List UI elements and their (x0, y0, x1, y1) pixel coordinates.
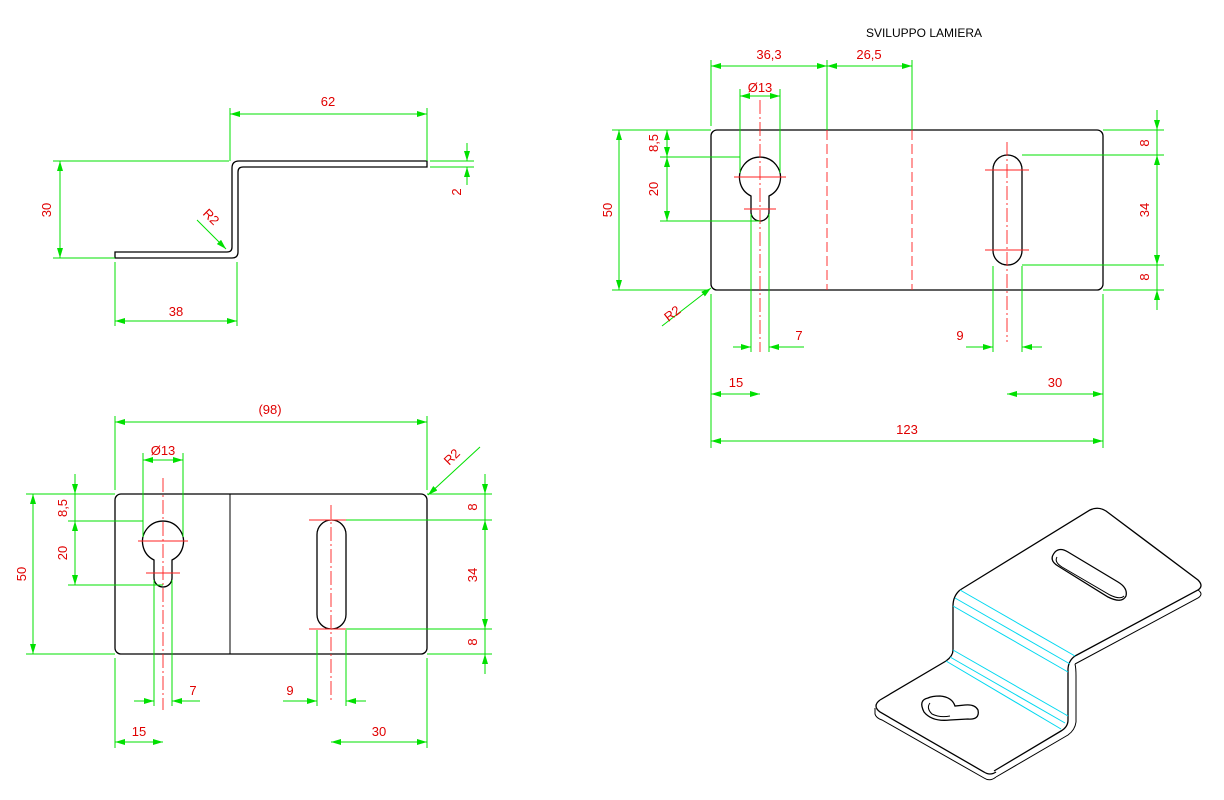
development-hole-spacing-label: 20 (646, 182, 661, 196)
development-top-offset-label: 8,5 (646, 134, 661, 152)
top-view: (98) Ø13 R2 50 8,5 20 8 34 8 (14, 402, 492, 748)
top-slot-width-label: 9 (286, 683, 293, 698)
iso-lower-flange (875, 699, 997, 775)
top-view-slot (316, 519, 347, 630)
development-keyhole-width-label: 7 (795, 328, 802, 343)
side-radius-label: R2 (200, 206, 222, 228)
development-overall-height-label: 50 (600, 203, 615, 217)
side-height-label: 30 (39, 203, 54, 217)
top-keyhole-width-label: 7 (189, 683, 196, 698)
side-view-profile (114, 160, 428, 259)
development-right-offset-label: 30 (1048, 375, 1062, 390)
top-radius-label: R2 (441, 446, 463, 468)
development-outline (710, 129, 1104, 291)
top-view-keyhole (141, 520, 185, 588)
development-right-top-label: 8 (1137, 139, 1152, 146)
development-left-offset-label: 15 (729, 375, 743, 390)
side-width-bottom-label: 38 (169, 304, 183, 319)
development-slot-width-label: 9 (956, 328, 963, 343)
drawing-title: SVILUPPO LAMIERA (866, 26, 982, 40)
development-radius-label: R2 (661, 302, 683, 324)
development-overall-width-label: 123 (896, 422, 918, 437)
iso-web (879, 589, 961, 701)
iso-keyhole (921, 695, 979, 721)
development-right-bottom-label: 8 (1137, 273, 1152, 280)
isometric-view (874, 507, 1202, 781)
top-right-bottom-label: 8 (465, 638, 480, 645)
development-slot (992, 154, 1023, 266)
development-bend1-label: 36,3 (756, 47, 781, 62)
top-slot-length-label: 34 (465, 568, 480, 582)
side-view: 62 30 2 R2 38 (39, 94, 474, 326)
side-thickness-label: 2 (449, 188, 464, 195)
top-overall-width-label: (98) (258, 402, 281, 417)
iso-slot (1051, 548, 1127, 601)
top-hole-spacing-label: 20 (55, 546, 70, 560)
top-hole-diameter-label: Ø13 (151, 443, 176, 458)
top-left-offset-label: 15 (132, 724, 146, 739)
top-right-top-label: 8 (465, 503, 480, 510)
development-hole-diameter-label: Ø13 (748, 80, 773, 95)
top-overall-height-label: 50 (14, 567, 29, 581)
development-view: 36,3 26,5 Ø13 50 8,5 20 R2 8 34 8 (600, 47, 1164, 448)
iso-upper-flange (959, 507, 1202, 657)
side-width-top-label: 62 (321, 94, 335, 109)
top-view-outline (114, 493, 428, 655)
development-bend2-label: 26,5 (856, 47, 881, 62)
top-right-offset-label: 30 (372, 724, 386, 739)
development-slot-length-label: 34 (1137, 203, 1152, 217)
top-offset-label: 8,5 (55, 499, 70, 517)
